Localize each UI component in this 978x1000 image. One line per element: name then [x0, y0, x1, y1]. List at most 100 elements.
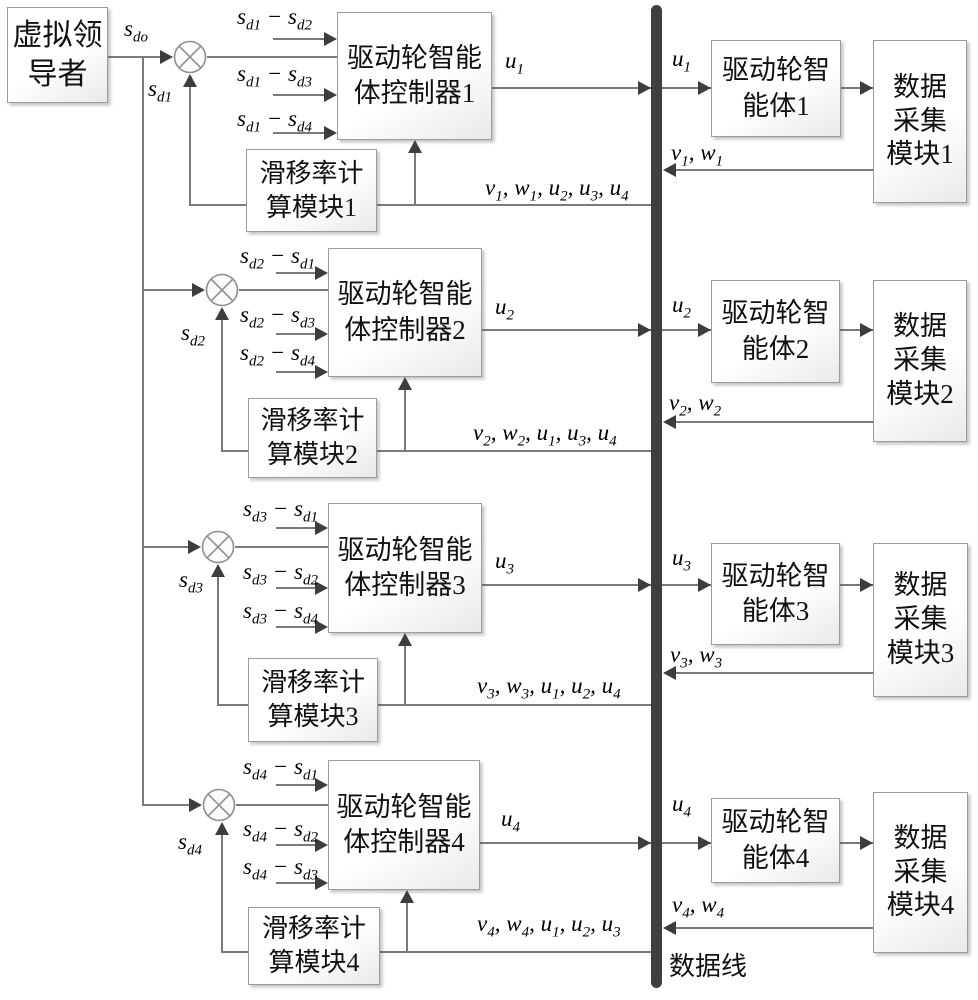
diff-label-3-r3: sd3 − sd4	[243, 598, 318, 628]
wire-agent-collector-r1	[841, 87, 873, 89]
data-bus-label: 数据线	[669, 952, 748, 981]
wire-diff3-r1	[273, 132, 324, 134]
diff-label-2-r2: sd2 − sd3	[240, 302, 315, 332]
wire-diff1-r1	[273, 38, 324, 40]
agent-box-r3: 驱动轮智 能体3	[711, 543, 840, 645]
vw-label-r2: v2, w2	[669, 390, 722, 420]
sum-junction-r1	[173, 40, 207, 74]
wire-sum-out-r1	[207, 56, 337, 58]
wire-sum-drop-r4	[221, 833, 223, 953]
arrowhead-feedback-ctrl-r3	[398, 633, 412, 646]
arrowhead-u-bus-r4	[638, 836, 651, 850]
u-label-left-r2: u2	[495, 294, 514, 324]
u-label-right-r2: u2	[672, 292, 691, 322]
wire-trunk	[142, 56, 144, 806]
wire-diff3-r4	[276, 882, 315, 884]
diff-label-1-r1: sd1 − sd2	[237, 4, 312, 34]
arrowhead-feedback-ctrl-r2	[398, 377, 412, 390]
arrowhead-u-agent-r3	[698, 578, 711, 592]
controller-box-r3: 驱动轮智能 体控制器3	[328, 503, 482, 633]
arrowhead-feedback-sum-r4	[215, 822, 229, 835]
arrowhead-vw-bus-r4	[663, 921, 676, 935]
arrowhead-collector-r4	[860, 836, 873, 850]
arrowhead-vw-bus-r1	[663, 163, 676, 177]
virtual-leader-box: 虚拟领 导者	[7, 7, 108, 103]
wire-trunk-branch-r3	[142, 546, 188, 548]
arrowhead-diff1-r4	[315, 778, 328, 792]
controller-box-r2: 驱动轮智能 体控制器2	[328, 248, 482, 377]
feedback-label-r4: v4, w4, u1, u2, u3	[477, 911, 621, 941]
wire-sum-out-r4	[236, 804, 328, 806]
wire-u-left-r4	[480, 842, 651, 844]
wire-u-right-r3	[662, 584, 711, 586]
wire-diff2-r4	[276, 844, 315, 846]
wire-leader-out	[108, 56, 160, 58]
wire-sum-drop-r3	[217, 575, 219, 705]
arrowhead-diff3-r2	[315, 365, 328, 379]
diff-label-3-r1: sd1 − sd4	[237, 106, 312, 136]
arrowhead-diff2-r3	[315, 581, 328, 595]
wire-feedback-up-r4	[406, 902, 408, 951]
arrowhead-collector-r2	[860, 323, 873, 337]
collector-box-r3: 数据 采集 模块3	[873, 543, 968, 697]
collector-box-r4: 数据 采集 模块4	[873, 792, 968, 953]
wire-diff1-r2	[276, 272, 315, 274]
arrowhead-diff3-r3	[315, 620, 328, 634]
slip-module-box-r1: 滑移率计 算模块1	[246, 149, 377, 232]
arrowhead-diff2-r2	[315, 327, 328, 341]
u-label-left-r4: u4	[501, 806, 520, 836]
arrowhead-vw-bus-r3	[663, 666, 676, 680]
wire-vw-r1	[666, 169, 873, 171]
wire-u-left-r1	[492, 87, 651, 89]
diff-label-2-r4: sd4 − sd2	[243, 816, 318, 846]
arrowhead-into-sum-r2	[192, 283, 205, 297]
wire-u-left-r3	[482, 584, 651, 586]
wire-sum-out-r2	[239, 289, 328, 291]
wire-sum-drop-r1	[189, 85, 191, 205]
wire-u-right-r4	[662, 842, 711, 844]
feedback-label-r3: v3, w3, u1, u2, u4	[477, 673, 621, 703]
sum-feedback-label-r4: sd4	[178, 829, 202, 859]
slip-module-box-r2: 滑移率计 算模块2	[248, 398, 377, 478]
u-label-left-r3: u3	[495, 548, 514, 578]
u-label-right-r1: u1	[672, 46, 691, 76]
controller-box-r1: 驱动轮智能 体控制器1	[337, 12, 492, 140]
data-bus	[651, 5, 662, 988]
arrowhead-feedback-sum-r2	[215, 307, 229, 320]
wire-diff3-r3	[276, 626, 315, 628]
arrowhead-diff1-r1	[324, 32, 337, 46]
wire-vw-r4	[666, 927, 873, 929]
wire-diff2-r2	[276, 333, 315, 335]
feedback-label-r1: v1, w1, u2, u3, u4	[485, 175, 629, 205]
diff-label-1-r2: sd2 − sd1	[240, 243, 315, 273]
diff-label-1-r3: sd3 − sd1	[243, 496, 318, 526]
wire-diff2-r1	[273, 94, 324, 96]
arrowhead-diff2-r4	[315, 838, 328, 852]
wire-diff3-r2	[276, 371, 315, 373]
wire-u-right-r2	[662, 329, 711, 331]
feedback-label-r2: v2, w2, u1, u3, u4	[473, 420, 617, 450]
vw-label-r1: v1, w1	[671, 140, 724, 170]
sum-junction-r4	[202, 788, 236, 822]
collector-box-r1: 数据 采集 模块1	[873, 40, 967, 203]
vw-label-r3: v3, w3	[670, 642, 723, 672]
diff-label-1-r4: sd4 − sd1	[243, 754, 318, 784]
slip-module-box-r4: 滑移率计 算模块4	[248, 907, 380, 985]
wire-feedback-r3	[217, 704, 651, 706]
sum-feedback-label-r1: sd1	[148, 76, 172, 106]
arrowhead-u-agent-r1	[698, 81, 711, 95]
wire-u-left-r2	[482, 329, 651, 331]
arrowhead-u-bus-r1	[638, 81, 651, 95]
wire-agent-collector-r2	[840, 329, 873, 331]
arrowhead-diff1-r3	[315, 521, 328, 535]
controller-box-r4: 驱动轮智能 体控制器4	[328, 760, 480, 890]
wire-vw-r2	[666, 421, 873, 423]
arrowhead-u-agent-r4	[698, 836, 711, 850]
collector-box-r2: 数据 采集 模块2	[873, 280, 967, 442]
diff-label-2-r1: sd1 − sd3	[237, 61, 312, 91]
arrowhead-u-bus-r3	[638, 578, 651, 592]
arrowhead-diff3-r1	[324, 126, 337, 140]
arrowhead-diff3-r4	[315, 876, 328, 890]
signal-label-sdo: sdo	[124, 16, 148, 46]
